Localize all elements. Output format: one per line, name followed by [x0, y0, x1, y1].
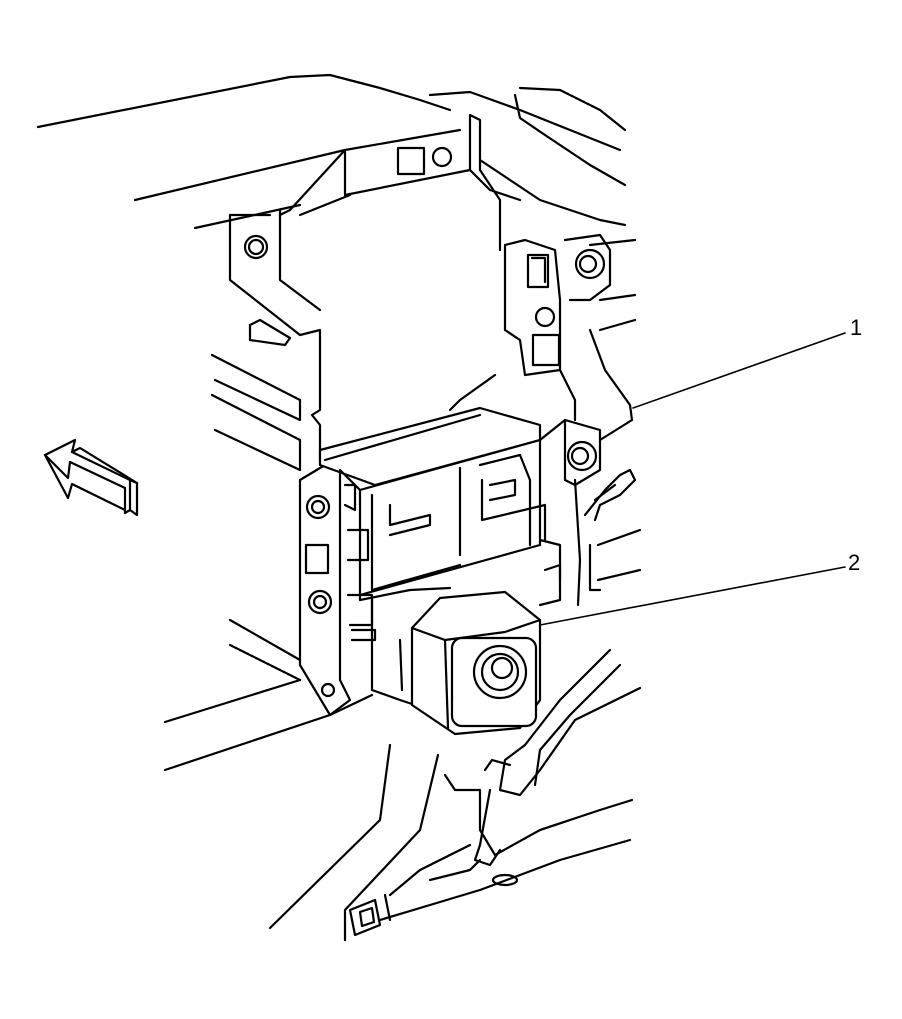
callout-leaders — [539, 332, 846, 626]
lower-console — [268, 648, 642, 942]
callout-label-2: 2 — [848, 550, 860, 575]
instrument-panel-upper — [36, 73, 637, 332]
mounting-bracket-frame — [210, 113, 634, 472]
side-clip — [573, 468, 642, 607]
forward-arrow-icon — [43, 438, 139, 517]
switch-assembly — [358, 586, 542, 736]
leader-line-1 — [632, 332, 846, 409]
leader-line-2 — [539, 566, 846, 626]
radio-receptacle — [318, 406, 634, 642]
callout-label-1: 1 — [850, 315, 862, 340]
lower-bracket — [163, 463, 374, 772]
